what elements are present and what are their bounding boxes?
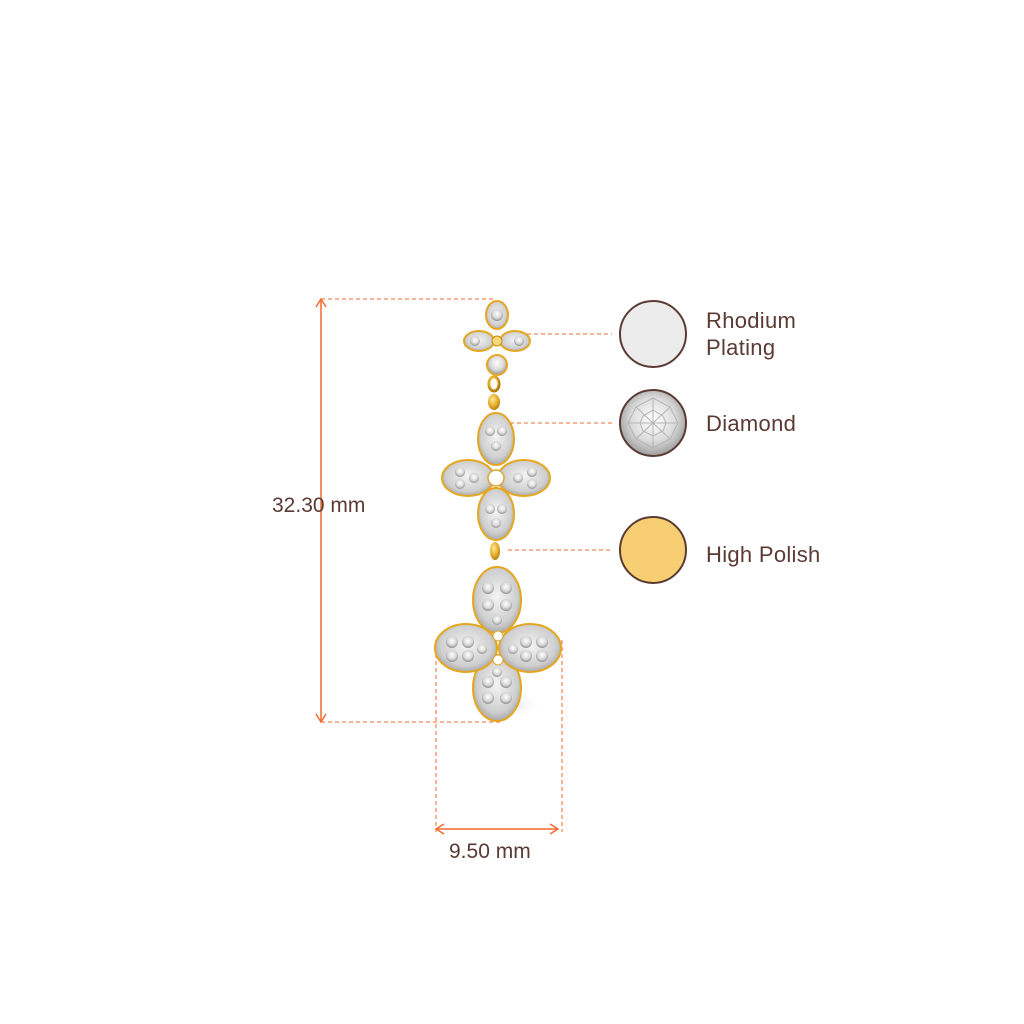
diamond-label: Diamond xyxy=(706,411,797,436)
width-dimension-line xyxy=(434,640,563,835)
upper-link xyxy=(487,375,501,410)
diamond-swatch xyxy=(619,389,687,457)
bottom-flower xyxy=(434,566,562,722)
height-measurement-label: 32.30 mm xyxy=(272,494,366,517)
high-polish-swatch xyxy=(619,516,687,584)
middle-flower xyxy=(441,412,551,541)
height-dimension-line xyxy=(315,297,500,724)
top-flower xyxy=(463,300,531,376)
rhodium-plating-label: Rhodium Plating xyxy=(706,308,797,360)
legend-leader-lines xyxy=(506,333,612,551)
high-polish-label: High Polish xyxy=(706,542,821,567)
width-measurement-label: 9.50 mm xyxy=(449,840,531,863)
rhodium-swatch xyxy=(619,300,687,368)
lower-link xyxy=(490,542,500,560)
